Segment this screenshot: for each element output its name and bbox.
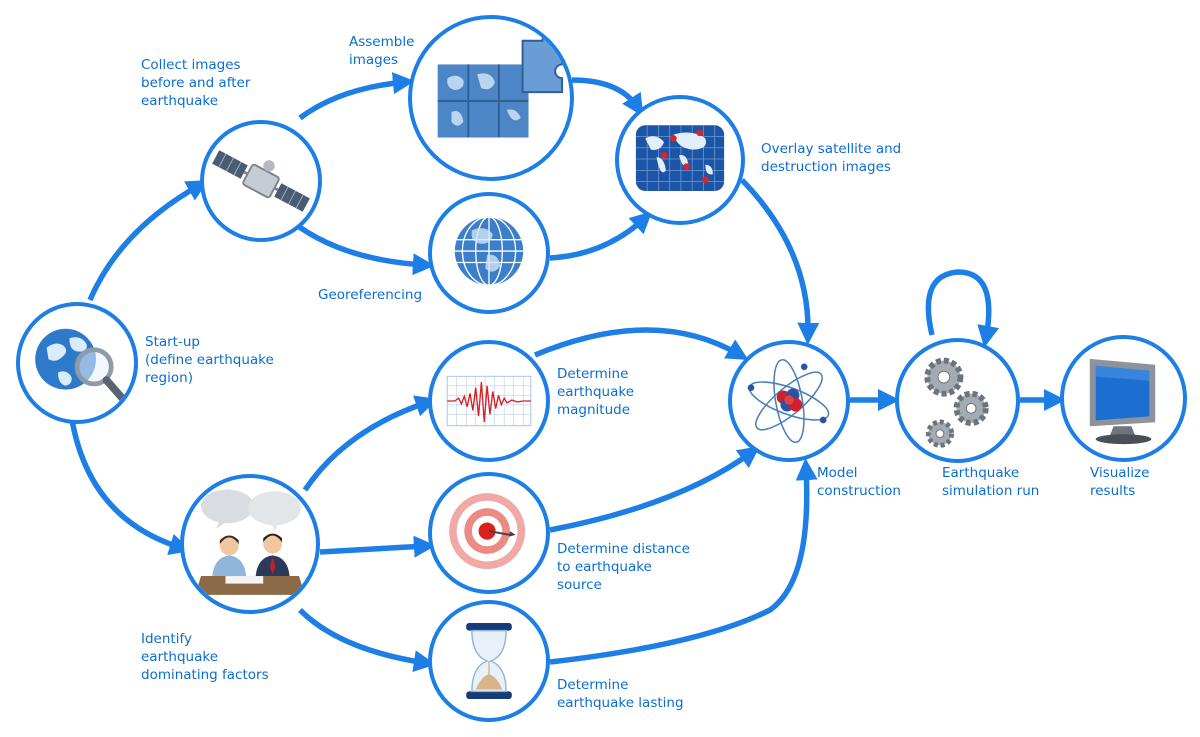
label-startup: Start-up (define earthquake region) [145, 334, 274, 386]
hourglass-icon [466, 623, 512, 699]
arrow-factors-to-distance [319, 535, 436, 558]
arrow-lasting-to-model [549, 458, 818, 665]
seismogram-icon [446, 375, 532, 427]
label-assemble: Assemble images [349, 34, 415, 68]
step-assemble-images[interactable] [408, 15, 574, 181]
label-georef: Georeferencing [318, 287, 423, 303]
arrow-collect-to-georef [288, 217, 435, 276]
gears-icon [924, 357, 989, 448]
step-model-construction[interactable] [728, 340, 850, 462]
target-icon [449, 493, 526, 570]
step-determine-lasting[interactable] [428, 600, 550, 722]
step-overlay-images[interactable] [615, 95, 745, 225]
arrow-factors-to-lasting [298, 608, 436, 673]
satellite-icon [212, 150, 310, 212]
arrow-magnitude-to-model [533, 327, 749, 361]
arrow-distance-to-model [549, 446, 760, 533]
label-lasting: Determine earthquake lasting [557, 677, 684, 711]
arrow-overlay-to-model [740, 178, 820, 345]
world-map-grid-icon [635, 125, 725, 191]
label-collect: Collect images before and after earthqua… [141, 57, 251, 109]
arrow-startup-to-collect [87, 180, 209, 302]
label-factors: Identify earthquake dominating factors [141, 631, 269, 683]
step-simulation-run[interactable] [895, 338, 1020, 463]
arrow-startup-to-factors [69, 419, 192, 555]
globe-magnifier-icon [35, 328, 131, 407]
step-determine-magnitude[interactable] [428, 340, 550, 462]
step-determine-distance[interactable] [428, 472, 550, 594]
arrow-assemble-to-overlay [571, 77, 644, 117]
step-visualize-results[interactable] [1060, 335, 1187, 462]
label-overlay: Overlay satellite and destruction images [761, 141, 902, 175]
label-visualize: Visualize results [1090, 465, 1150, 499]
step-collect-images[interactable] [200, 120, 322, 242]
step-georeferencing[interactable] [428, 192, 550, 314]
atom-icon [747, 359, 830, 443]
world-puzzle-icon [437, 32, 564, 138]
arrow-factors-to-magnitude [302, 395, 438, 492]
label-distance: Determine distance to earthquake source [557, 541, 690, 593]
globe-icon [454, 216, 524, 286]
step-startup[interactable] [16, 302, 138, 424]
arrow-collect-to-assemble [298, 72, 415, 121]
arrow-georef-to-overlay [549, 211, 653, 261]
label-model: Model construction [817, 465, 901, 499]
monitor-icon [1089, 358, 1156, 445]
step-identify-factors[interactable] [180, 474, 320, 614]
arrow-simulation-loop [925, 269, 999, 348]
people-discussion-icon [195, 489, 305, 595]
label-simulation: Earthquake simulation run [942, 465, 1040, 499]
label-magnitude: Determine earthquake magnitude [557, 366, 635, 418]
